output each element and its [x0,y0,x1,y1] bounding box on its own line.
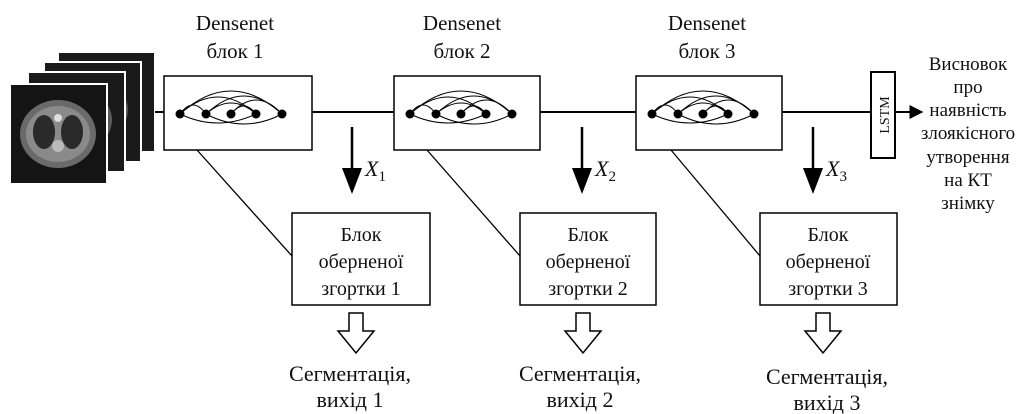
densenet-block-2-title: Densenet [423,11,501,35]
feature-label-x3: X3 [825,156,847,185]
skip-line-1 [196,149,293,257]
densenet-block-2-subtitle: блок 2 [433,39,490,63]
output-label-2-line1: Сегментація, [519,361,641,386]
deconv-block-2-line1: Блок [568,224,609,246]
output-arrow-2 [563,312,603,355]
deconv-block-1-line3: згортки 1 [321,278,401,300]
lstm-label: LSTM [878,96,893,134]
output-label-3-line2: вихід 3 [794,390,861,414]
output-label-2: Сегментація, вихід 2 [519,361,641,412]
dense-connections-2 [409,90,513,125]
densenet-block-1-title: Densenet [196,11,274,35]
output-label-3: Сегментація, вихід 3 [766,364,888,414]
output-label-1-line1: Сегментація, [289,361,411,386]
deconv-block-1: Блок оберненої згортки 1 [291,212,431,306]
dense-nodes-2 [405,109,517,119]
skip-line-2 [426,149,521,257]
feature-arrow-1: X1 [342,127,386,194]
conclusion-line: на КТ [944,170,992,191]
conclusion-line: утворення [926,147,1009,168]
ct-scan-stack [9,51,156,185]
conclusion-line: знімку [941,193,995,214]
densenet-block-2: Densenet блок 2 [393,11,541,151]
deconv-block-3-line3: згортки 3 [788,278,868,300]
densenet-block-3-title: Densenet [668,11,746,35]
densenet-block-3-subtitle: блок 3 [678,39,735,63]
output-arrow-3 [803,312,843,355]
feature-label-x1: X1 [364,156,386,185]
deconv-block-3-line1: Блок [808,224,849,246]
output-label-1: Сегментація, вихід 1 [289,361,411,412]
feature-label-x2: X2 [594,156,616,185]
skip-line-3 [670,149,761,257]
conclusion-line: злоякісного [921,123,1015,144]
densenet-block-1: Densenet блок 1 [163,11,313,151]
densenet-block-3: Densenet блок 3 [635,11,783,151]
deconv-block-3-line2: оберненої [786,251,871,273]
output-label-2-line2: вихід 2 [547,387,614,412]
deconv-block-2: Блок оберненої згортки 2 [519,212,657,306]
output-label-1-line2: вихід 1 [317,387,384,412]
feature-arrow-2: X2 [572,127,616,194]
feature-arrow-3: X3 [803,127,847,194]
deconv-block-1-line1: Блок [341,224,382,246]
deconv-block-2-line2: оберненої [546,251,631,273]
output-arrow-1 [336,312,376,355]
deconv-block-1-line2: оберненої [319,251,404,273]
dense-nodes-1 [175,109,287,119]
deconv-block-3: Блок оберненої згортки 3 [759,212,898,306]
conclusion-text: Висновок про наявність злоякісного утвор… [921,54,1015,214]
conclusion-line: наявність [929,100,1006,121]
lstm-block: LSTM [870,71,896,159]
output-label-3-line1: Сегментація, [766,364,888,389]
densenet-block-1-subtitle: блок 1 [206,39,263,63]
conclusion-line: Висновок [929,54,1008,75]
conclusion-line: про [953,77,982,98]
dense-nodes-3 [647,109,759,119]
deconv-block-2-line3: згортки 2 [548,278,628,300]
